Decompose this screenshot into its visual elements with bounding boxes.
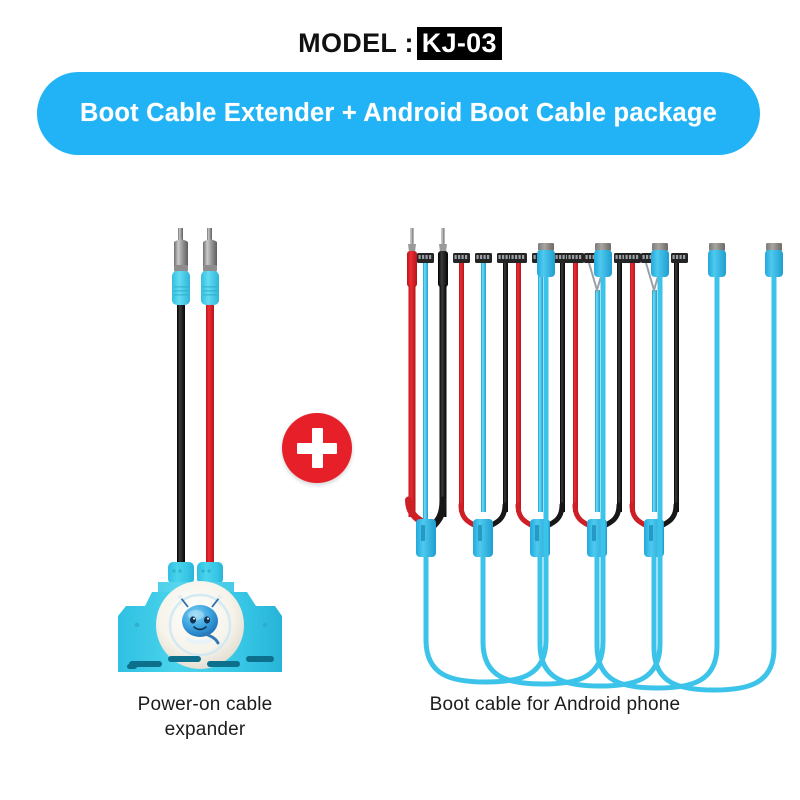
test-probe-black — [428, 228, 448, 531]
expander-port — [168, 656, 201, 662]
usb-body — [708, 250, 726, 277]
connector-head — [475, 253, 492, 263]
connector-head — [497, 253, 514, 263]
power-on-cable-expander-art — [118, 228, 282, 672]
usb-metal-tip — [538, 243, 554, 251]
model-value-badge: KJ-03 — [416, 27, 502, 60]
expander-post-left — [168, 562, 194, 584]
expander-port — [246, 656, 274, 662]
connector-head — [510, 253, 527, 263]
expander-port — [207, 661, 240, 667]
android-boot-cable-art — [405, 228, 783, 693]
connector-head — [532, 253, 549, 263]
connector-head — [656, 253, 669, 263]
connector-head — [417, 253, 434, 263]
usb-connector-4 — [708, 243, 726, 277]
logo-disc — [156, 581, 244, 669]
boot-cable-group-3 — [510, 253, 601, 689]
screw-dot — [134, 622, 140, 628]
banner-title-text: Boot Cable Extender + Android Boot Cable… — [79, 99, 718, 127]
connector-head — [671, 253, 688, 263]
caption-right-line-1: Boot cable for Android phone — [429, 694, 681, 715]
junction-block — [473, 519, 493, 557]
boot-cable-group-5 — [624, 253, 715, 693]
screw-dot — [174, 598, 178, 602]
test-probe-red — [405, 228, 436, 531]
banana-plug-negative — [172, 228, 190, 305]
expander-negative-wire — [177, 300, 185, 572]
plus-icon-vertical-bar — [311, 428, 323, 468]
banana-plug-positive — [201, 228, 219, 305]
expander-port — [127, 664, 137, 669]
y-split — [588, 262, 606, 294]
usb-metal-tip — [766, 243, 782, 251]
junction-block — [416, 519, 436, 557]
product-title-banner: Boot Cable Extender + Android Boot Cable… — [37, 72, 760, 155]
caption-power-on-cable-expander: Power-on cable expander — [55, 692, 355, 742]
usb-metal-tip — [595, 243, 611, 251]
usb-metal-tip — [652, 243, 668, 251]
connector-head — [567, 253, 584, 263]
connector-head — [614, 253, 631, 263]
screw-dot — [262, 622, 268, 628]
boot-cable-group-2 — [453, 253, 544, 687]
expander-port — [129, 661, 162, 667]
connector-head — [624, 253, 641, 263]
caption-android-boot-cable: Boot cable for Android phone — [395, 692, 715, 717]
usb-body — [537, 250, 555, 277]
connector-head — [599, 253, 612, 263]
usb-metal-tip — [709, 243, 725, 251]
connector-head — [584, 253, 597, 263]
model-line: MODEL :KJ-03 — [0, 27, 800, 60]
model-label: MODEL : — [298, 28, 414, 58]
connector-head — [554, 253, 571, 263]
junction-block — [587, 519, 607, 557]
usb-connector-5 — [765, 243, 783, 277]
expander-positive-wire — [206, 300, 214, 572]
usb-body — [651, 250, 669, 277]
caption-left-line-1: Power-on cable — [137, 694, 273, 715]
expander-housing — [118, 562, 282, 672]
screw-dot — [219, 598, 223, 602]
usb-body — [594, 250, 612, 277]
usb-connector-3 — [651, 243, 669, 277]
expander-body — [118, 582, 282, 672]
junction-block — [530, 519, 550, 557]
usb-connector-1 — [537, 243, 555, 277]
usb-connector-2 — [594, 243, 612, 277]
robot-mascot-icon — [177, 594, 223, 645]
boot-cable-group-1 — [416, 253, 487, 685]
caption-left-line-2: expander — [164, 719, 246, 740]
connector-head — [641, 253, 654, 263]
y-split — [645, 262, 663, 294]
connector-head — [453, 253, 470, 263]
boot-cable-group-4 — [567, 253, 658, 691]
usb-output-cables — [485, 272, 777, 693]
usb-body — [765, 250, 783, 277]
expander-post-right — [197, 562, 223, 584]
plus-separator-badge — [282, 413, 352, 483]
junction-block — [644, 519, 664, 557]
